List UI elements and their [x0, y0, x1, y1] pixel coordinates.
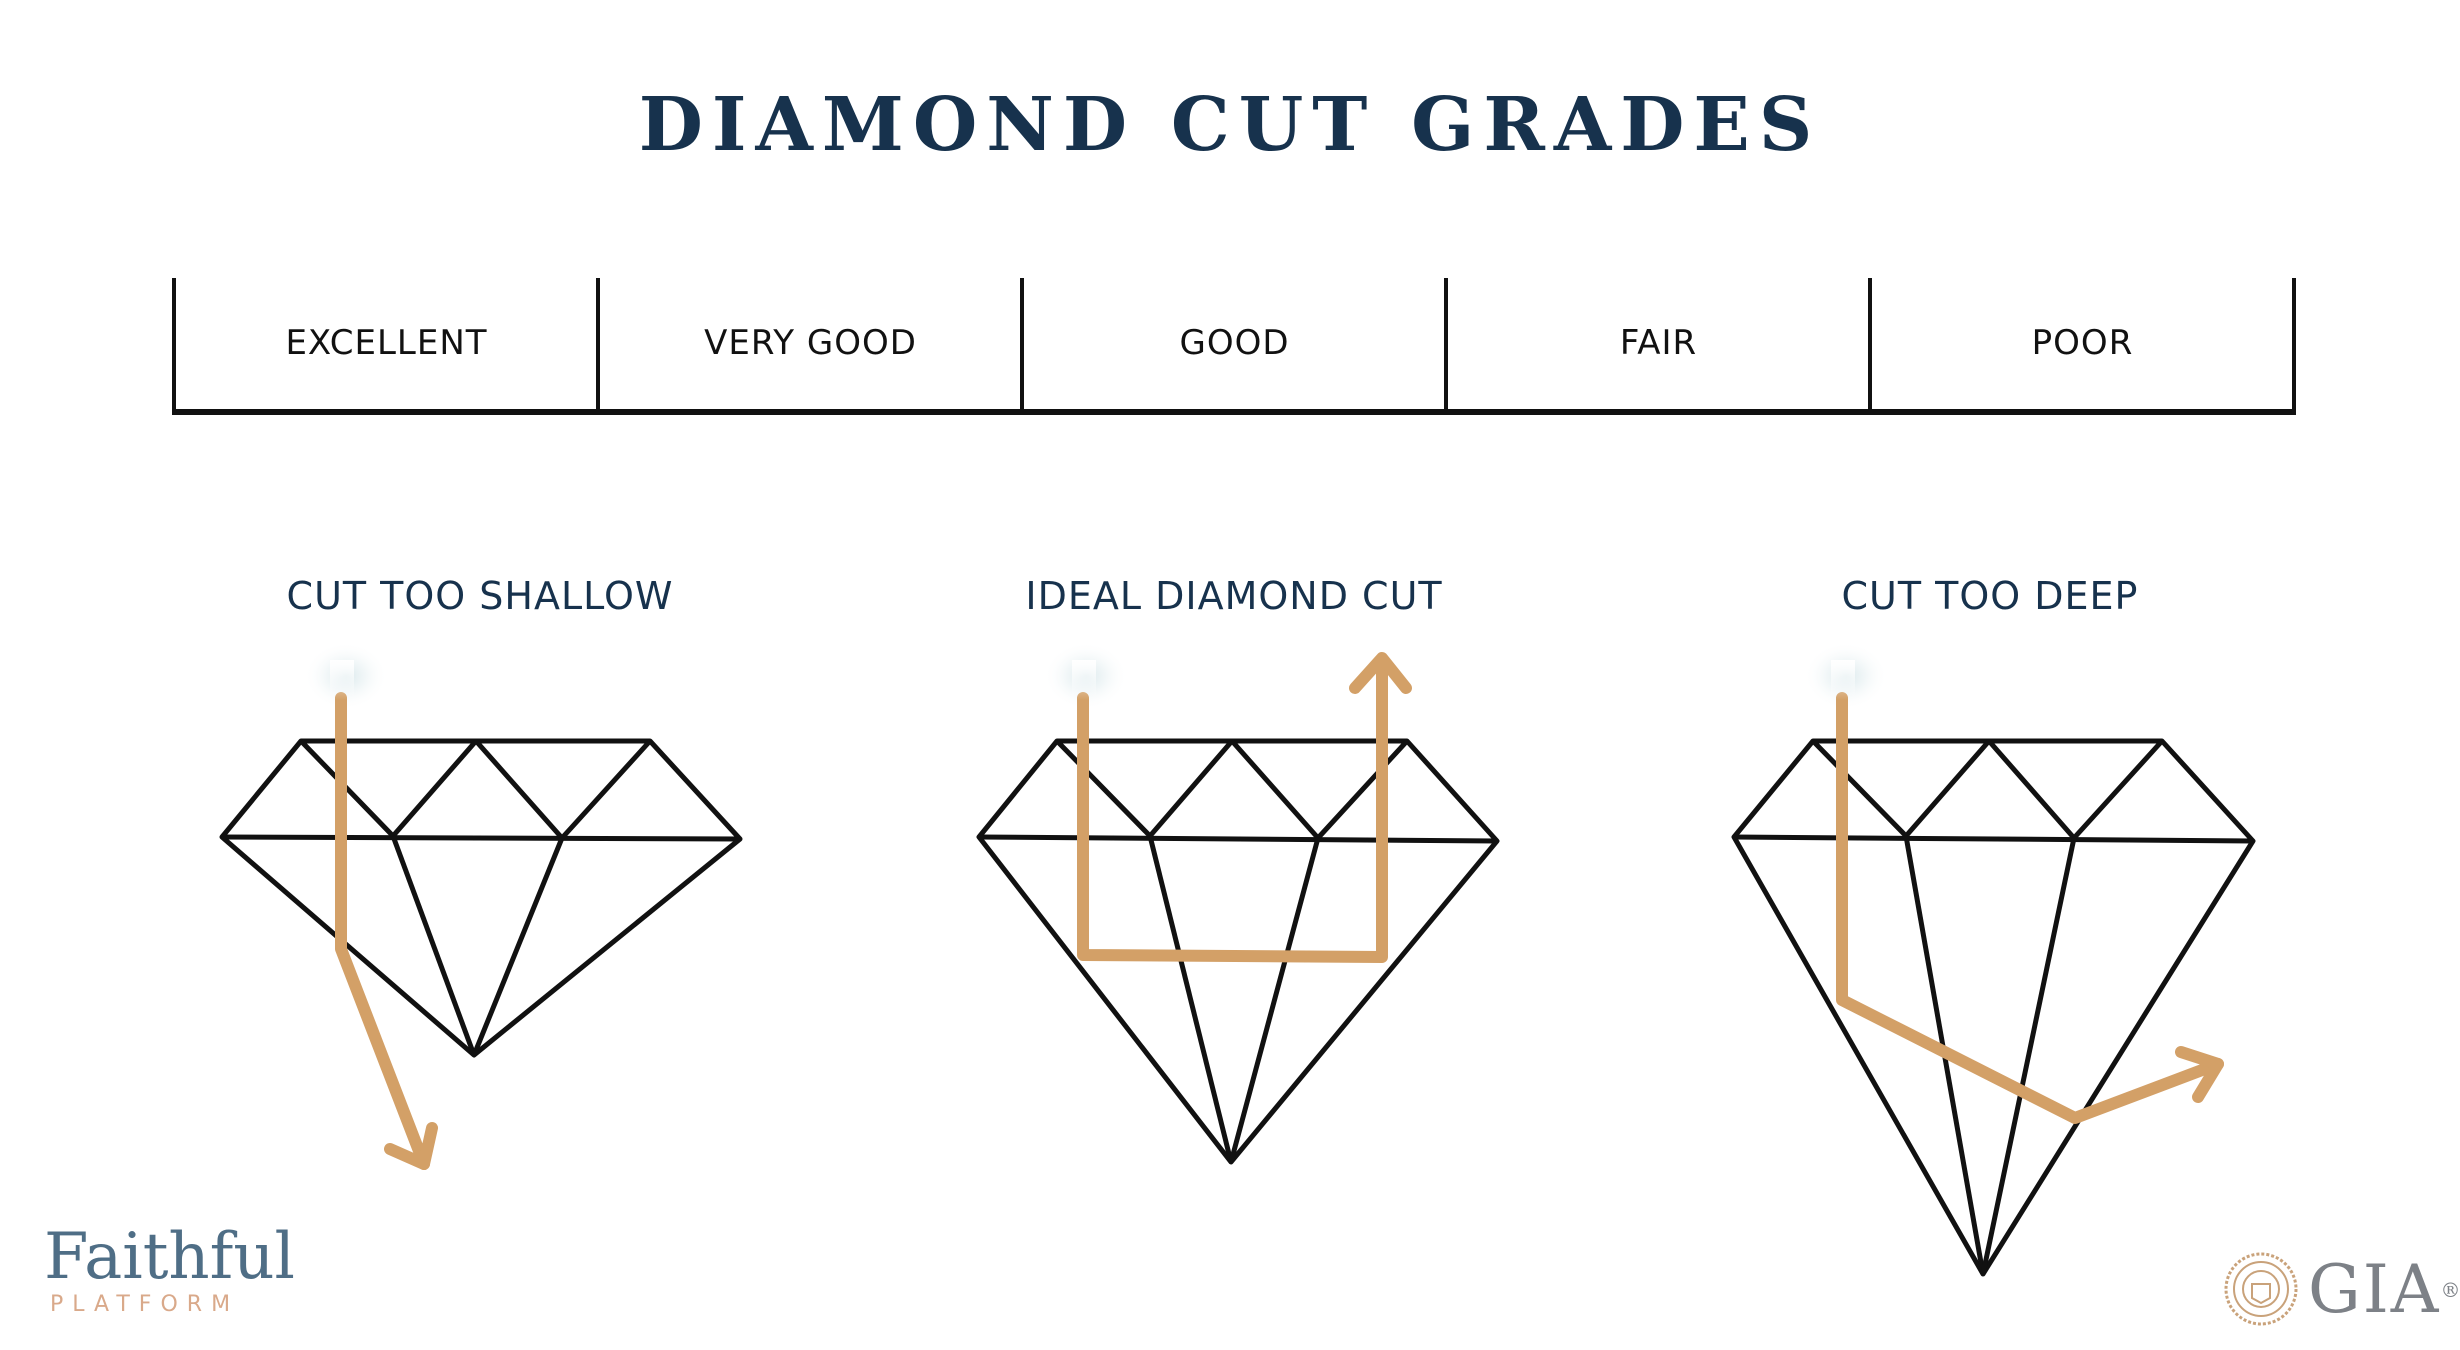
diamond-ideal-crown-facets — [1055, 738, 1409, 841]
diamond-deep-pavilion-facet — [1980, 837, 2077, 1275]
light-path-deep — [1836, 692, 2224, 1124]
scale-divider — [1868, 278, 1872, 412]
grade-very-good: VERY GOOD — [704, 323, 917, 363]
diamond-ideal — [976, 642, 1500, 1165]
scale-divider — [1020, 278, 1024, 412]
diamond-shallow — [219, 642, 743, 1170]
caption-ideal-diamond-cut: IDEAL DIAMOND CUT — [1025, 574, 1443, 618]
diamond-ideal-pavilion-facet — [1228, 837, 1321, 1163]
light-path-deep-arrowhead — [2175, 1046, 2224, 1103]
grade-excellent: EXCELLENT — [285, 323, 488, 363]
light-path-ideal-arrowhead — [1349, 652, 1412, 694]
faithful-platform-logo: Faithful PLATFORM — [44, 1220, 295, 1322]
diamond-shallow-crown-facets — [299, 738, 652, 841]
diamond-deep-outline — [1731, 738, 2256, 1277]
scale-divider — [172, 278, 176, 412]
page-title: DIAMOND CUT GRADES — [638, 82, 1822, 168]
light-path-shallow-arrowhead — [384, 1122, 438, 1170]
diamond-ideal-pavilion-facet — [1147, 835, 1234, 1163]
diamond-shallow-pavilion-facet — [471, 837, 565, 1056]
diamond-shallow-outline — [219, 738, 743, 1058]
cut-grade-scale: EXCELLENT VERY GOOD GOOD FAIR POOR — [172, 278, 2296, 415]
grade-good: GOOD — [1179, 323, 1290, 363]
diamond-ideal-girdle — [978, 834, 1498, 844]
light-beam-fade — [1831, 660, 1855, 700]
gia-logo-text: GIA® — [2308, 1251, 2460, 1328]
diamond-shallow-girdle — [221, 834, 741, 842]
diamond-ideal-outline — [976, 738, 1500, 1165]
faithful-logo-word: Faithful — [44, 1220, 295, 1294]
light-path-ideal — [1077, 658, 1388, 963]
grade-fair: FAIR — [1619, 323, 1698, 363]
diamond-deep-girdle — [1733, 834, 2254, 844]
light-beam-fade — [330, 660, 354, 700]
scale-baseline — [172, 409, 2296, 415]
caption-cut-too-shallow: CUT TOO SHALLOW — [286, 574, 674, 618]
diamond-deep-crown-facets — [1811, 738, 2164, 841]
gia-logo: GIA® — [2222, 1250, 2460, 1330]
diamond-shallow-pavilion-facet — [390, 835, 477, 1056]
gia-seal-icon — [2224, 1252, 2298, 1326]
scale-divider — [2292, 278, 2296, 412]
light-path-shallow — [335, 692, 430, 1170]
light-beam-fade — [1072, 660, 1096, 700]
scale-divider — [596, 278, 600, 412]
caption-cut-too-deep: CUT TOO DEEP — [1841, 574, 2139, 618]
grade-poor: POOR — [2031, 323, 2134, 363]
scale-divider — [1444, 278, 1448, 412]
diamond-deep — [1731, 642, 2256, 1277]
faithful-logo-sub: PLATFORM — [50, 1292, 240, 1317]
